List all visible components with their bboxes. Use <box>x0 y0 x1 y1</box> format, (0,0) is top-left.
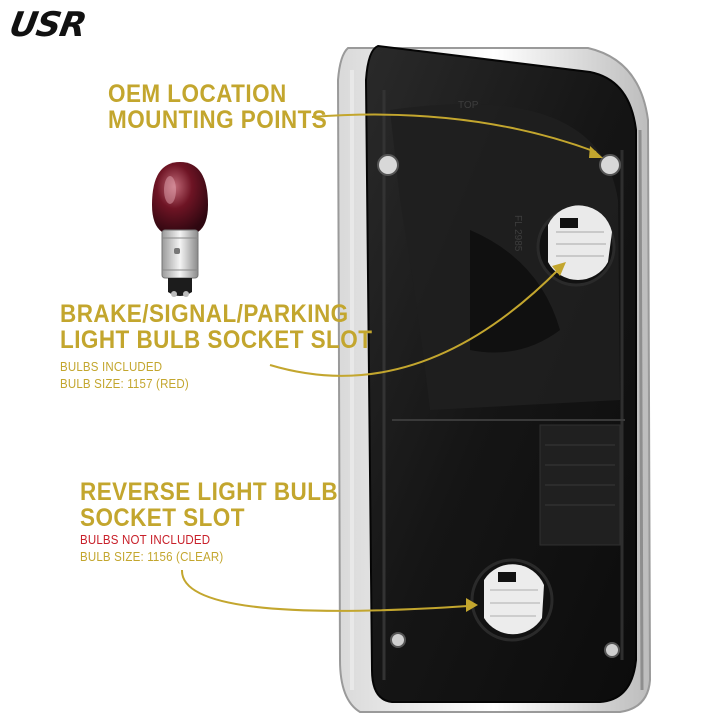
reverse-note-bulbs-not-included: BULBS NOT INCLUDED <box>80 533 211 547</box>
brake-note-bulb-size: BULB SIZE: 1157 (RED) <box>60 377 189 391</box>
brake-heading-line1: BRAKE/SIGNAL/PARKING <box>60 300 349 328</box>
arrow-reverse <box>180 569 469 612</box>
callout-arrows <box>180 113 597 612</box>
mounting-heading-line1: OEM LOCATION <box>108 80 287 108</box>
reverse-heading-line1: REVERSE LIGHT BULB <box>80 478 339 506</box>
mounting-hole-left <box>377 154 399 176</box>
brake-heading-line2: LIGHT BULB SOCKET SLOT <box>60 326 373 354</box>
mounting-hole-right <box>599 154 621 176</box>
arrow-mounting <box>311 113 597 153</box>
brake-note-bulbs-included: BULBS INCLUDED <box>60 360 163 374</box>
reverse-heading-line2: SOCKET SLOT <box>80 504 245 532</box>
housing-part-mark: FL 2985 <box>512 215 523 252</box>
red-1157-bulb <box>152 162 208 297</box>
reverse-note-bulb-size: BULB SIZE: 1156 (CLEAR) <box>80 550 224 564</box>
mounting-heading-line2: MOUNTING POINTS <box>108 106 328 134</box>
arrow-brake <box>269 267 561 377</box>
housing-top-mark: TOP <box>458 100 479 111</box>
reverse-socket-slot <box>470 558 554 642</box>
